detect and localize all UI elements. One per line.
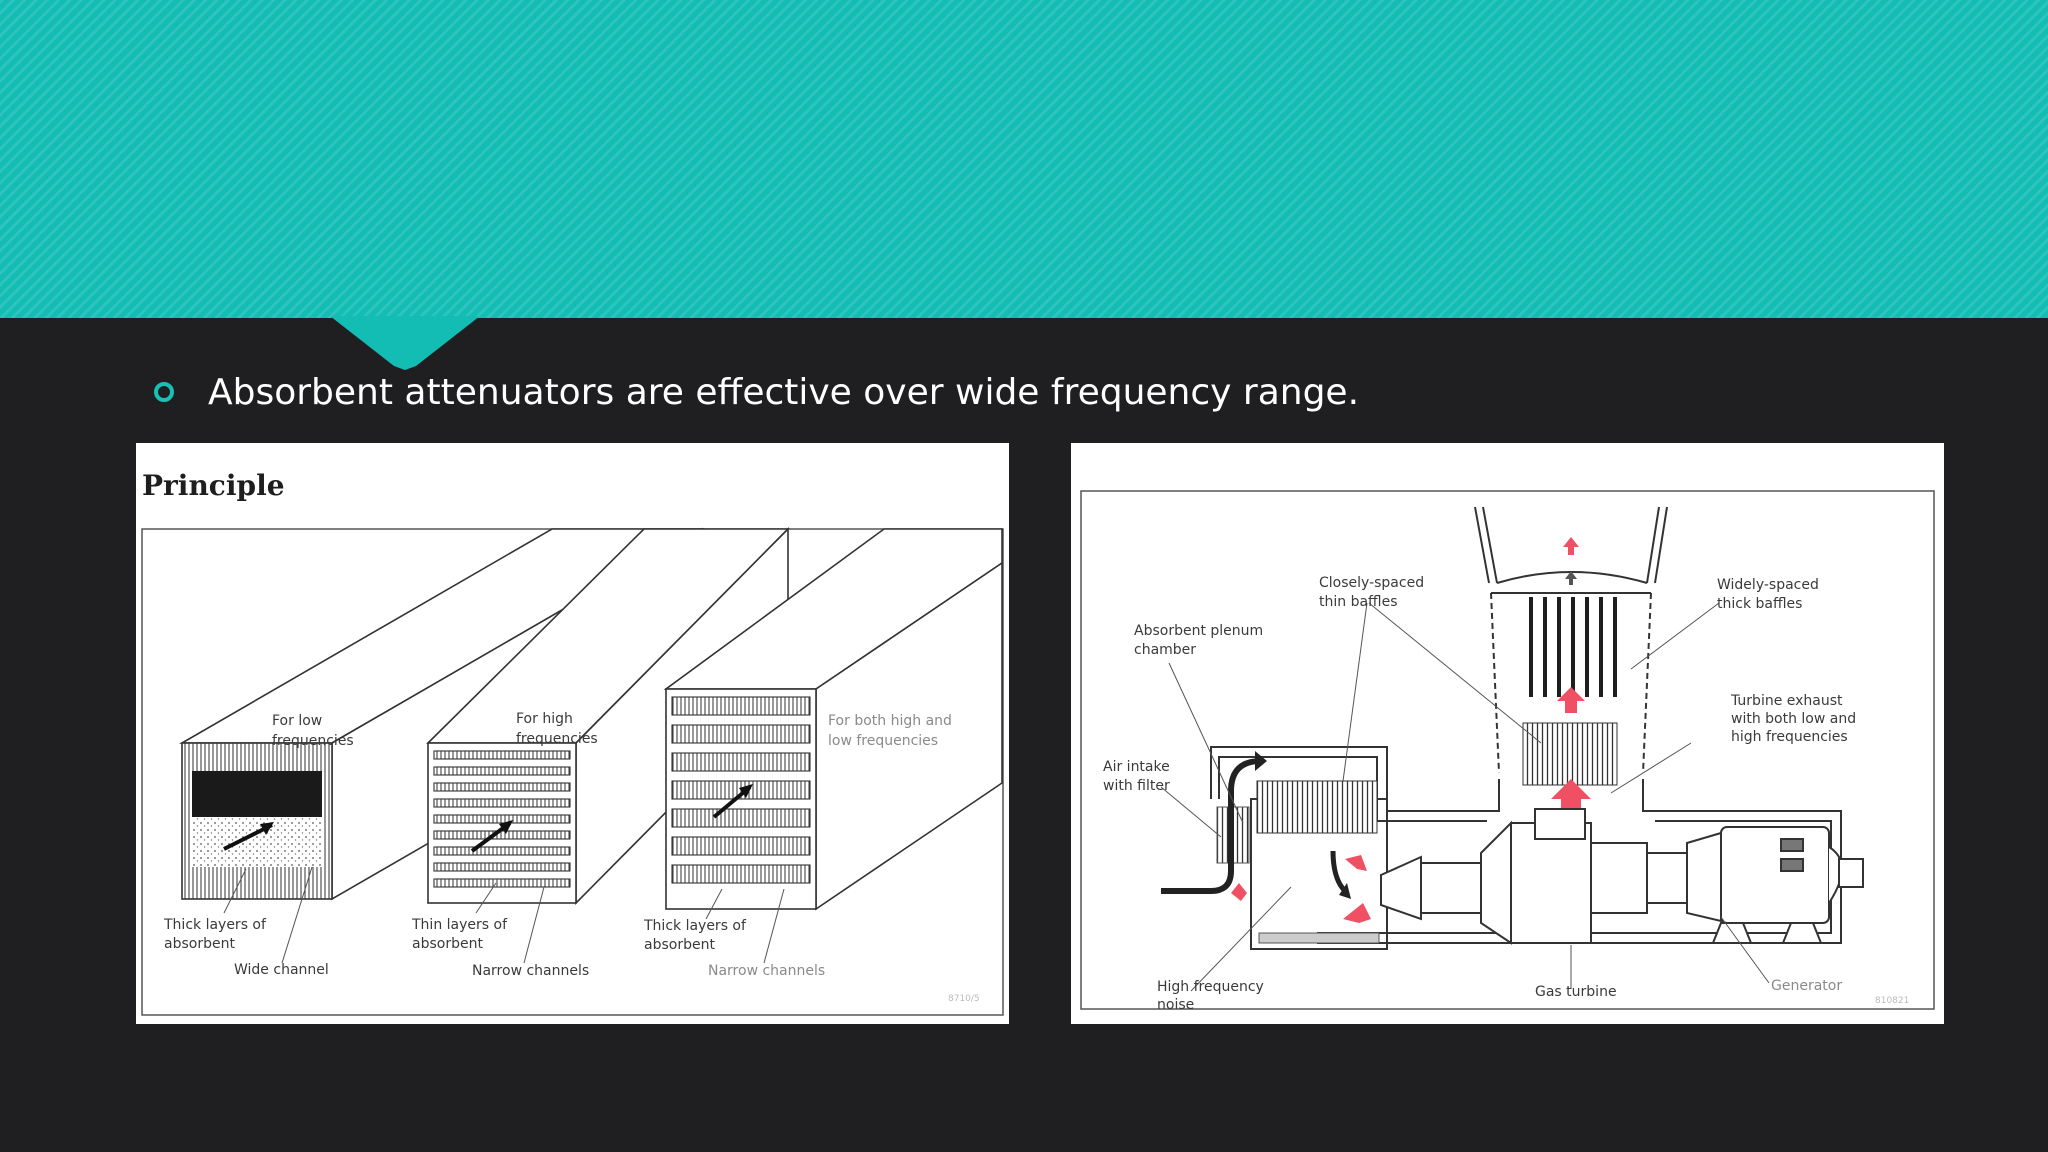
generator [1686,826,1864,944]
svg-text:chamber: chamber [1134,642,1196,658]
label-widely-spaced-1: Widely-spaced [1717,577,1819,593]
label-closely-spaced-1: Closely-spaced [1319,575,1424,591]
label-high-freq-noise-1: High frequency [1157,979,1264,995]
bullet-ring-icon [154,382,174,402]
label-plenum-2: chamber [1134,642,1196,658]
svg-text:absorbent: absorbent [644,937,715,953]
gas-turbine-figure: Closely-spaced thin baffles Widely-space… [1071,443,1944,1024]
label-thick-layers-2a: Thick layers of [643,918,747,934]
label-narrow-channels-1: Narrow channels [472,963,589,979]
label-air-intake-2: with filter [1103,778,1170,794]
svg-text:noise: noise [1157,997,1194,1013]
svg-text:high frequencies: high frequencies [1731,729,1848,745]
bullet-row: Absorbent attenuators are effective over… [154,368,1359,416]
label-generator: Generator [1771,978,1842,994]
ref-code-left: 8710/5 [948,994,980,1004]
svg-text:Gas turbine: Gas turbine [1535,984,1617,1000]
label-low-freq-2: frequencies [272,733,354,749]
label-closely-spaced-2: thin baffles [1319,594,1397,610]
widely-spaced-baffles [1529,597,1617,697]
svg-text:Widely-spaced: Widely-spaced [1717,577,1819,593]
label-high-freq-noise-2: noise [1157,997,1194,1013]
svg-text:Thick layers of: Thick layers of [643,918,747,934]
svg-text:absorbent: absorbent [412,936,483,952]
ref-code-right: 810821 [1875,996,1909,1006]
svg-text:with both low and: with both low and [1731,711,1856,727]
svg-text:frequencies: frequencies [272,733,354,749]
label-both-freq-1: For both high and [828,713,952,729]
svg-text:High frequency: High frequency [1157,979,1264,995]
header-band [0,0,2048,318]
header-notch [330,316,480,370]
label-thick-layers-2b: absorbent [644,937,715,953]
label-wide-channel: Wide channel [234,962,329,978]
figure-title: Principle [142,469,285,502]
svg-text:For low: For low [272,713,322,729]
principle-figure: Principle [136,443,1009,1024]
label-air-intake-1: Air intake [1103,759,1170,775]
svg-text:Closely-spaced: Closely-spaced [1319,575,1424,591]
air-intake [1161,751,1351,899]
label-both-freq-2: low frequencies [828,733,938,749]
label-gas-turbine: Gas turbine [1535,984,1617,1000]
label-turbine-exhaust-3: high frequencies [1731,729,1848,745]
label-low-freq-1: For low [272,713,322,729]
svg-text:thin baffles: thin baffles [1319,594,1397,610]
gas-turbine [1380,808,1688,945]
figure-frame [1080,490,1935,1010]
label-high-freq-1: For high [516,711,573,727]
label-turbine-exhaust-1: Turbine exhaust [1730,693,1843,709]
svg-text:Air intake: Air intake [1103,759,1170,775]
noise-arrows [1231,855,1371,923]
svg-text:Absorbent plenum: Absorbent plenum [1134,623,1263,639]
label-turbine-exhaust-2: with both low and [1731,711,1856,727]
svg-text:Wide channel: Wide channel [234,962,329,978]
label-thick-layers-1b: absorbent [164,936,235,952]
label-thick-layers-1a: Thick layers of [163,917,267,933]
svg-text:frequencies: frequencies [516,731,598,747]
svg-text:Turbine exhaust: Turbine exhaust [1730,693,1843,709]
bullet-text: Absorbent attenuators are effective over… [208,371,1360,413]
svg-text:Thin layers of: Thin layers of [411,917,508,933]
svg-text:For high: For high [516,711,573,727]
label-high-freq-2: frequencies [516,731,598,747]
duct-both-frequencies [663,528,1003,911]
label-thin-layers-b: absorbent [412,936,483,952]
svg-text:For both high and: For both high and [828,713,952,729]
label-narrow-channels-2: Narrow channels [708,963,825,979]
closely-spaced-baffles-stack [1522,722,1618,786]
svg-text:with filter: with filter [1103,778,1170,794]
svg-text:Thick layers of: Thick layers of [163,917,267,933]
closely-spaced-baffles-intake [1256,780,1378,834]
svg-text:Narrow channels: Narrow channels [708,963,825,979]
label-thin-layers-a: Thin layers of [411,917,508,933]
svg-text:8710/5: 8710/5 [948,994,980,1004]
svg-text:low frequencies: low frequencies [828,733,938,749]
duct-high-frequency [426,527,790,905]
svg-text:absorbent: absorbent [164,936,235,952]
svg-text:Generator: Generator [1771,978,1842,994]
svg-text:thick baffles: thick baffles [1717,596,1802,612]
svg-text:810821: 810821 [1875,996,1909,1006]
svg-text:Narrow channels: Narrow channels [472,963,589,979]
label-plenum-1: Absorbent plenum [1134,623,1263,639]
label-widely-spaced-2: thick baffles [1717,596,1802,612]
